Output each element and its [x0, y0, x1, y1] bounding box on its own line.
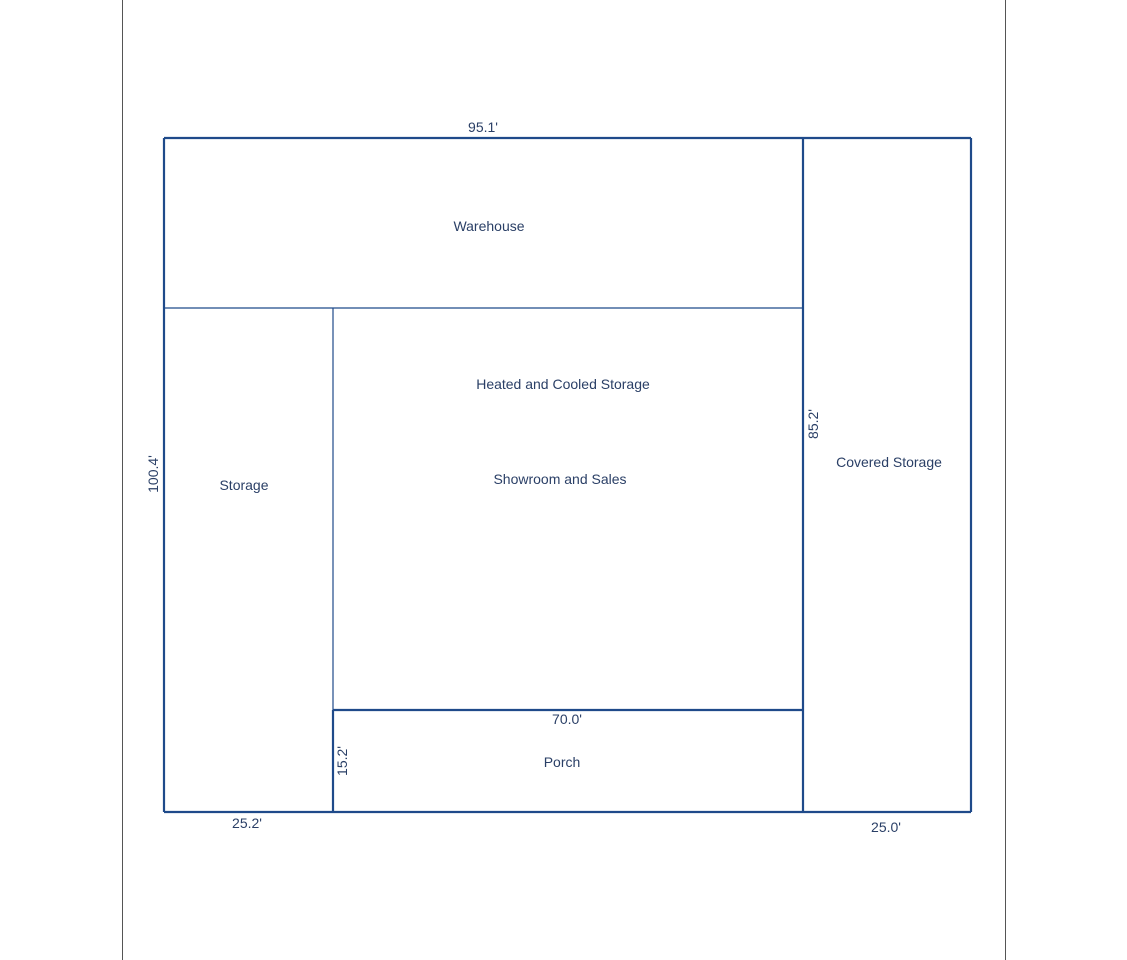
covered-storage-label: Covered Storage	[836, 454, 942, 470]
dim-covered-width: 25.0'	[871, 819, 901, 835]
porch-label: Porch	[544, 754, 581, 770]
heated-cooled-storage-label: Heated and Cooled Storage	[476, 376, 650, 392]
dim-top-width: 95.1'	[468, 119, 498, 135]
showroom-sales-label: Showroom and Sales	[493, 471, 626, 487]
warehouse-label: Warehouse	[453, 218, 524, 234]
dim-covered-height: 85.2'	[805, 409, 821, 439]
dim-porch-height: 15.2'	[334, 746, 350, 776]
dim-storage-width: 25.2'	[232, 815, 262, 831]
dim-porch-width: 70.0'	[552, 711, 582, 727]
plan-lines	[162, 136, 973, 814]
page-border-right	[1005, 0, 1006, 960]
page-border-left	[122, 0, 123, 960]
dim-left-height: 100.4'	[145, 455, 161, 493]
storage-label: Storage	[219, 477, 268, 493]
